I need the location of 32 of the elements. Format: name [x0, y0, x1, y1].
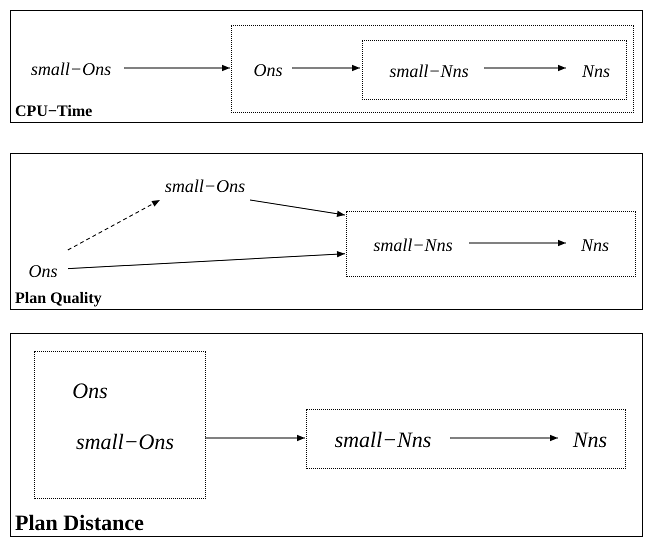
dotted-group-box — [306, 409, 626, 469]
italic-term: small−Nns — [357, 233, 469, 257]
panel-title: CPU−Time — [15, 102, 92, 122]
panel-title: Plan Quality — [15, 289, 102, 309]
italic-term: Ons — [19, 259, 67, 283]
italic-term: small−Nns — [373, 59, 485, 83]
italic-term: Ons — [244, 58, 292, 82]
dotted-group-box — [346, 211, 636, 277]
dotted-group-box — [34, 351, 206, 499]
italic-term: small−Ons — [19, 57, 123, 81]
arrow — [68, 251, 346, 270]
italic-term: Ons — [62, 377, 118, 405]
dotted-group-box — [362, 40, 627, 100]
panel-frame — [10, 153, 643, 310]
arrow — [250, 200, 346, 217]
italic-term: Nns — [570, 233, 620, 257]
panel-frame — [10, 10, 643, 123]
dotted-group-box — [231, 25, 634, 113]
italic-term: Nns — [562, 426, 618, 454]
arrow — [450, 434, 558, 442]
panel-title: Plan Distance — [15, 508, 144, 536]
italic-term: small−Ons — [58, 428, 192, 456]
arrow — [67, 200, 160, 250]
arrow — [468, 240, 566, 246]
panel-frame — [10, 333, 643, 537]
arrow — [124, 64, 230, 72]
arrow — [484, 64, 566, 72]
italic-term: Nns — [571, 59, 621, 83]
italic-term: small−Nns — [316, 426, 450, 454]
italic-term: small−Ons — [149, 174, 261, 198]
arrow — [204, 434, 306, 442]
arrow — [292, 64, 360, 72]
